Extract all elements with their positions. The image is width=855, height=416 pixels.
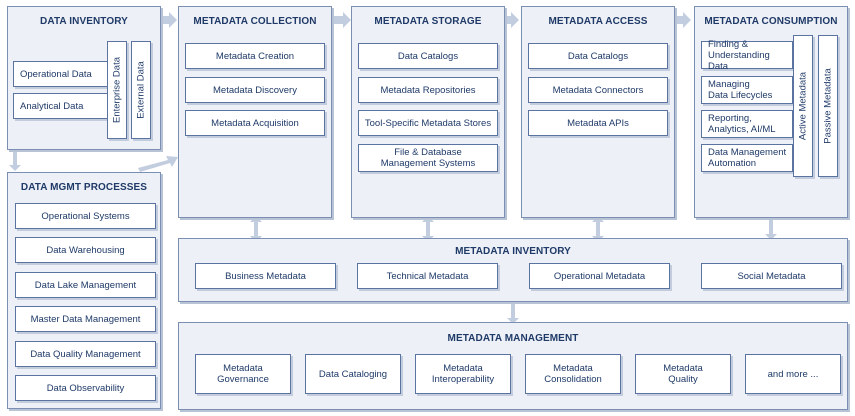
inventory-item: Technical Metadata bbox=[357, 263, 498, 289]
external-data-label: External Data bbox=[135, 61, 147, 119]
process-item: Data Lake Management bbox=[15, 272, 156, 298]
metadata-inventory-panel: METADATA INVENTORY Business Metadata Tec… bbox=[178, 238, 848, 302]
data-inventory-panel: DATA INVENTORY Operational Data Analytic… bbox=[7, 6, 161, 150]
process-item: Operational Systems bbox=[15, 203, 156, 229]
data-inventory-item: Analytical Data bbox=[13, 93, 108, 119]
arrow-collection-to-storage bbox=[334, 12, 351, 28]
storage-item: Tool-Specific Metadata Stores bbox=[358, 110, 498, 136]
management-item: Metadata Consolidation bbox=[525, 354, 621, 394]
process-item: Data Quality Management bbox=[15, 341, 156, 367]
external-data-box: External Data bbox=[131, 41, 151, 139]
metadata-management-title: METADATA MANAGEMENT bbox=[447, 333, 579, 344]
collection-item: Metadata Discovery bbox=[185, 77, 325, 103]
metadata-consumption-panel: METADATA CONSUMPTION Finding & Understan… bbox=[694, 6, 848, 218]
inventory-item: Operational Metadata bbox=[529, 263, 670, 289]
data-inventory-title: DATA INVENTORY bbox=[40, 16, 128, 27]
arrow-access-to-consumption bbox=[674, 12, 691, 28]
process-item: Data Warehousing bbox=[15, 237, 156, 263]
metadata-access-title: METADATA ACCESS bbox=[548, 16, 648, 27]
passive-metadata-label: Passive Metadata bbox=[822, 68, 834, 144]
collection-item: Metadata Creation bbox=[185, 43, 325, 69]
active-metadata-label: Active Metadata bbox=[797, 71, 809, 141]
management-item: Metadata Interoperability bbox=[415, 354, 511, 394]
passive-metadata-box: Passive Metadata bbox=[818, 35, 838, 177]
metadata-storage-panel: METADATA STORAGE Data Catalogs Metadata … bbox=[351, 6, 505, 218]
management-item: Metadata Quality bbox=[635, 354, 731, 394]
data-inventory-item: Operational Data bbox=[13, 61, 108, 87]
consumption-item: Finding & Understanding Data bbox=[701, 39, 793, 72]
data-mgmt-processes-panel: DATA MGMT PROCESSES Operational Systems … bbox=[7, 172, 161, 409]
metadata-collection-title: METADATA COLLECTION bbox=[193, 16, 317, 27]
access-item: Metadata APIs bbox=[528, 110, 668, 136]
enterprise-data-label: Enterprise Data bbox=[111, 56, 123, 124]
access-item: Metadata Connectors bbox=[528, 77, 668, 103]
process-item: Master Data Management bbox=[15, 306, 156, 332]
metadata-access-panel: METADATA ACCESS Data Catalogs Metadata C… bbox=[521, 6, 675, 218]
consumption-item: Data Management Automation bbox=[701, 144, 793, 172]
arrow-processes-to-collection bbox=[138, 156, 178, 172]
arrow-inventory-to-collection bbox=[160, 12, 177, 28]
storage-item: Data Catalogs bbox=[358, 43, 498, 69]
access-item: Data Catalogs bbox=[528, 43, 668, 69]
consumption-item: Managing Data Lifecycles bbox=[701, 76, 793, 104]
management-item: Data Cataloging bbox=[305, 354, 401, 394]
consumption-item: Reporting, Analytics, AI/ML bbox=[701, 110, 793, 138]
inventory-item: Social Metadata bbox=[701, 263, 842, 289]
metadata-management-panel: METADATA MANAGEMENT Metadata Governance … bbox=[178, 322, 848, 410]
storage-item: File & Database Management Systems bbox=[358, 144, 498, 172]
metadata-storage-title: METADATA STORAGE bbox=[374, 16, 482, 27]
data-mgmt-processes-title: DATA MGMT PROCESSES bbox=[20, 182, 148, 193]
metadata-collection-panel: METADATA COLLECTION Metadata Creation Me… bbox=[178, 6, 332, 218]
inventory-item: Business Metadata bbox=[195, 263, 336, 289]
storage-item: Metadata Repositories bbox=[358, 77, 498, 103]
management-item: Metadata Governance bbox=[195, 354, 291, 394]
process-item: Data Observability bbox=[15, 375, 156, 401]
enterprise-data-box: Enterprise Data bbox=[107, 41, 127, 139]
active-metadata-box: Active Metadata bbox=[793, 35, 813, 177]
collection-item: Metadata Acquisition bbox=[185, 110, 325, 136]
metadata-consumption-title: METADATA CONSUMPTION bbox=[704, 16, 838, 27]
metadata-inventory-title: METADATA INVENTORY bbox=[455, 246, 571, 257]
management-item: and more ... bbox=[745, 354, 841, 394]
